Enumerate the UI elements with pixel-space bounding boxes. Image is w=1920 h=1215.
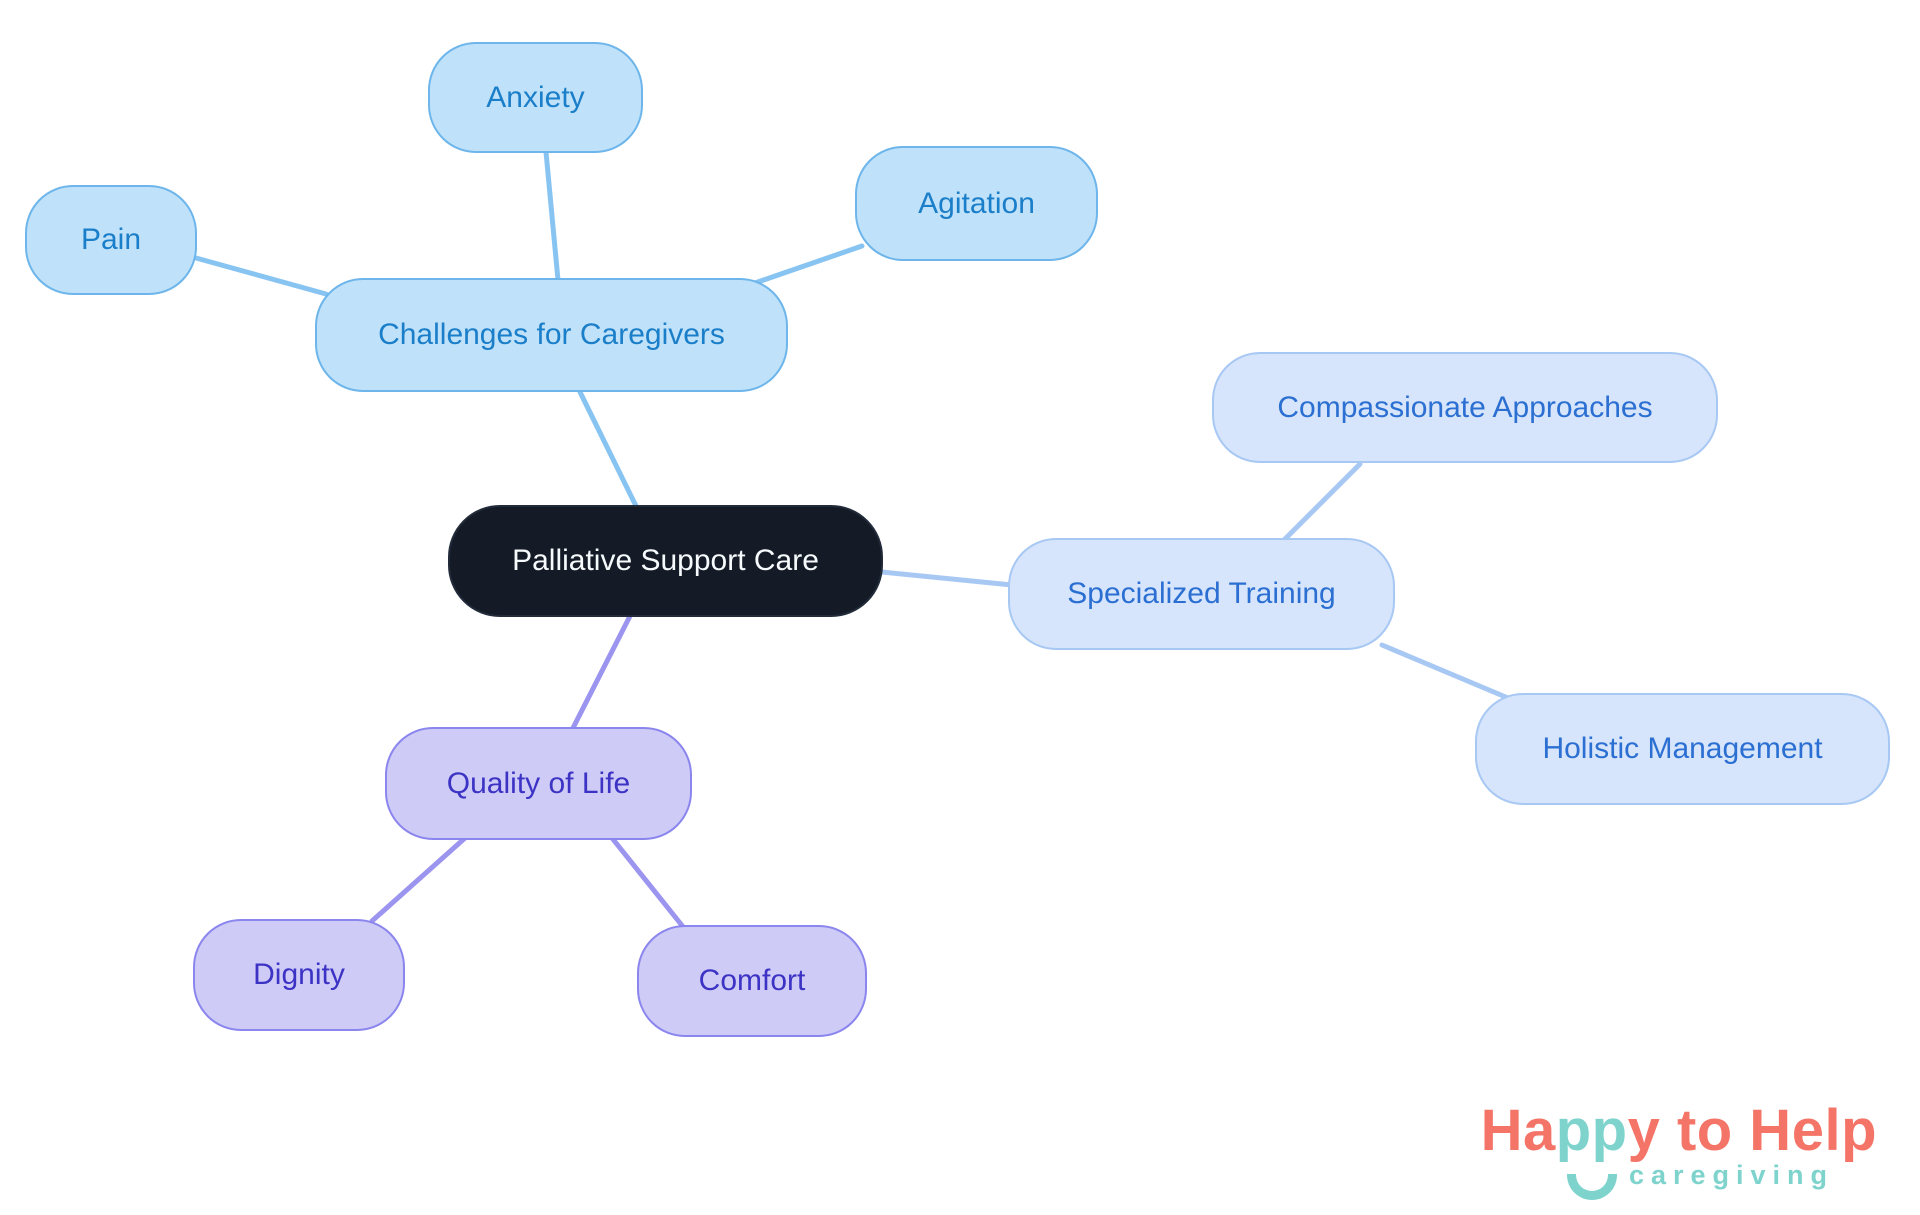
node-dignity[interactable]: Dignity: [193, 919, 405, 1031]
logo-text-pp: pp: [1556, 1102, 1628, 1200]
node-agitation[interactable]: Agitation: [855, 146, 1098, 261]
edge-central-specialized: [879, 569, 1015, 588]
edge-pain-challenges: [193, 255, 329, 297]
node-compassionate-approaches[interactable]: Compassionate Approaches: [1212, 352, 1718, 463]
node-pain[interactable]: Pain: [25, 185, 197, 295]
edge-challenges-central: [577, 389, 639, 509]
edge-agitation-challenges: [749, 243, 865, 287]
logo-subtitle: caregiving: [1628, 1160, 1834, 1190]
node-anxiety[interactable]: Anxiety: [428, 42, 643, 153]
node-quality-of-life[interactable]: Quality of Life: [385, 727, 692, 840]
node-palliative-support-care[interactable]: Palliative Support Care: [448, 505, 883, 617]
edge-specialized-holistic: [1379, 642, 1511, 701]
node-challenges-for-caregivers[interactable]: Challenges for Caregivers: [315, 278, 788, 392]
edge-quality-comfort: [609, 835, 687, 931]
edge-compassionate-specialized: [1281, 461, 1363, 543]
logo-text-y-to-help: y to Help: [1627, 1098, 1877, 1163]
edge-central-quality: [570, 613, 633, 731]
node-specialized-training[interactable]: Specialized Training: [1008, 538, 1395, 650]
edge-quality-dignity: [369, 835, 468, 924]
node-holistic-management[interactable]: Holistic Management: [1475, 693, 1890, 805]
smile-icon: [1566, 1174, 1617, 1200]
logo-text-ha: Ha: [1480, 1098, 1556, 1163]
edge-anxiety-challenges: [543, 149, 561, 283]
node-comfort[interactable]: Comfort: [637, 925, 867, 1037]
